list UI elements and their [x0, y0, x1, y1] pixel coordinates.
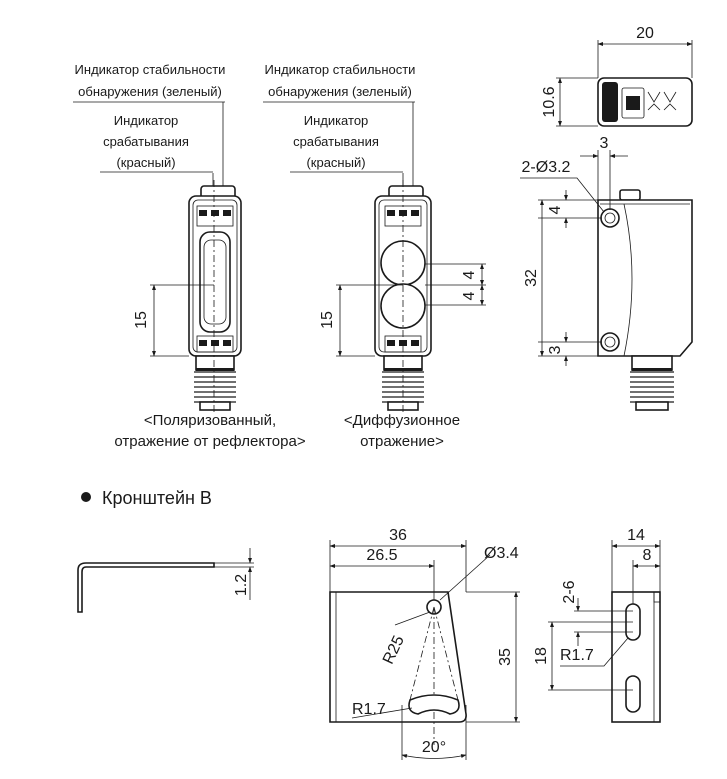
dim-bracket-width: 36: [389, 527, 407, 544]
sensor-side-view: [520, 150, 693, 411]
bracket-title: Кронштейн B: [102, 488, 212, 508]
dim-side-slot-r: R1.7: [560, 647, 594, 664]
label-operation-1-line2: срабатывания: [103, 134, 189, 149]
dim-hole-spec: 2-Ø3.2: [522, 159, 571, 176]
dim-sensor-width: 20: [636, 25, 654, 42]
dim-lens-offset-b: 15: [319, 311, 336, 329]
dim-hole-top: 4: [547, 205, 564, 214]
dim-bracket-hole-dia: Ø3.4: [484, 545, 519, 562]
label-operation-1-line1: Индикатор: [114, 113, 179, 128]
caption-polarized-line2: отражение от рефлектора>: [114, 433, 305, 450]
bullet-icon: [81, 492, 91, 502]
bracket-front: [329, 540, 520, 760]
sensor-front-diffuse: [263, 101, 486, 414]
sensor-top-view: [556, 40, 693, 127]
caption-polarized-line1: <Поляризованный,: [144, 412, 276, 429]
dim-hole-offset: 3: [600, 135, 609, 152]
label-operation-2-line2: срабатывания: [293, 134, 379, 149]
dim-hole-bottom: 3: [547, 345, 564, 354]
dim-side-slot-spacing: 18: [533, 647, 550, 665]
label-operation-2-line3: (красный): [306, 155, 365, 170]
caption-diffuse-line1: <Диффузионное: [344, 412, 460, 429]
dim-side-slot-range: 2-6: [561, 580, 578, 603]
dim-bracket-height: 35: [497, 648, 514, 666]
label-operation-1-line3: (красный): [116, 155, 175, 170]
sensor-front-polarized: [73, 101, 242, 414]
label-operation-2-line1: Индикатор: [304, 113, 369, 128]
label-stability-2-line2: обнаружения (зеленый): [268, 84, 412, 99]
dim-bracket-hole-x: 26.5: [366, 547, 397, 564]
caption-diffuse-line2: отражение>: [360, 433, 444, 450]
dim-bracket-thickness: 1.2: [233, 574, 250, 596]
dim-bracket-slot-r: R1.7: [352, 701, 386, 718]
label-stability-1-line2: обнаружения (зеленый): [78, 84, 222, 99]
dim-body-height: 32: [523, 269, 540, 287]
dim-sensor-depth: 10.6: [541, 86, 558, 117]
dim-side-width: 14: [627, 527, 645, 544]
label-stability-2-line1: Индикатор стабильности: [265, 62, 416, 77]
label-stability-1-line1: Индикатор стабильности: [75, 62, 226, 77]
dim-side-offset: 8: [643, 547, 652, 564]
dim-bracket-angle: 20°: [422, 739, 446, 756]
dim-lens-gap-b: 4: [461, 291, 478, 300]
dim-lens-gap-a: 4: [461, 270, 478, 279]
bracket-profile: [77, 548, 254, 613]
bracket-side: [548, 540, 661, 723]
dim-lens-offset-a: 15: [133, 311, 150, 329]
